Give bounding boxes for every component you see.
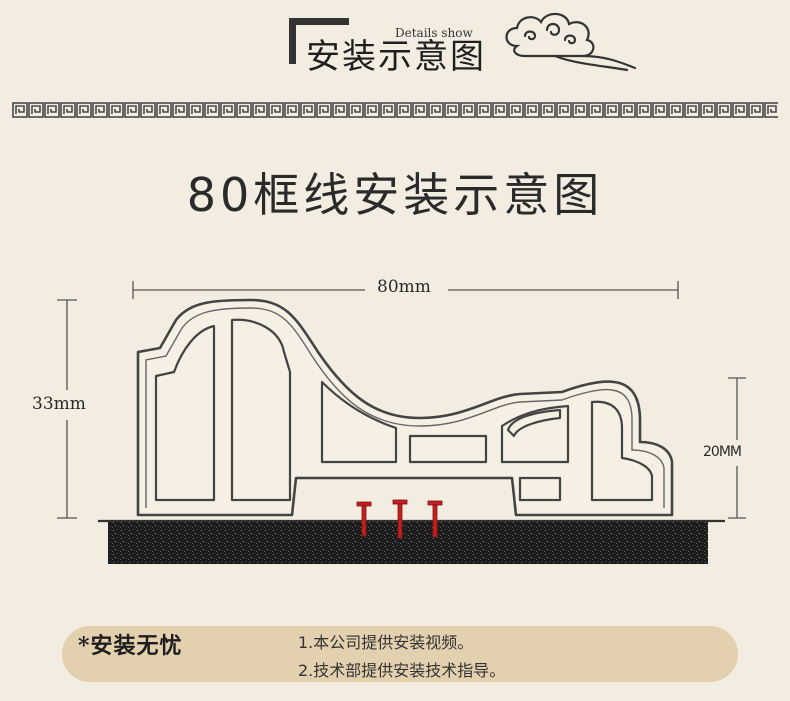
page-subtitle: Details show	[395, 26, 473, 40]
info-title: *安装无忧	[78, 633, 183, 659]
frame-profile-diagram	[57, 281, 746, 564]
width-dimension	[132, 281, 679, 299]
info-bar	[62, 626, 738, 682]
page-title: 安装示意图	[306, 37, 486, 77]
floor-surface	[108, 522, 708, 564]
base-dimension	[728, 377, 746, 519]
diagram-title: 80框线安装示意图	[186, 168, 604, 222]
nail-icon	[356, 499, 443, 539]
height-dimension	[57, 299, 77, 519]
info-line: 2.技术部提供安装技术指导。	[298, 661, 506, 680]
base-height-label: 20MM	[703, 444, 742, 460]
info-line: 1.本公司提供安装视频。	[298, 633, 474, 652]
header-frame-decoration	[289, 18, 349, 64]
height-label: 33mm	[32, 394, 86, 414]
width-label: 80mm	[377, 277, 431, 297]
decorative-border	[12, 102, 778, 118]
cloud-icon	[505, 12, 637, 72]
